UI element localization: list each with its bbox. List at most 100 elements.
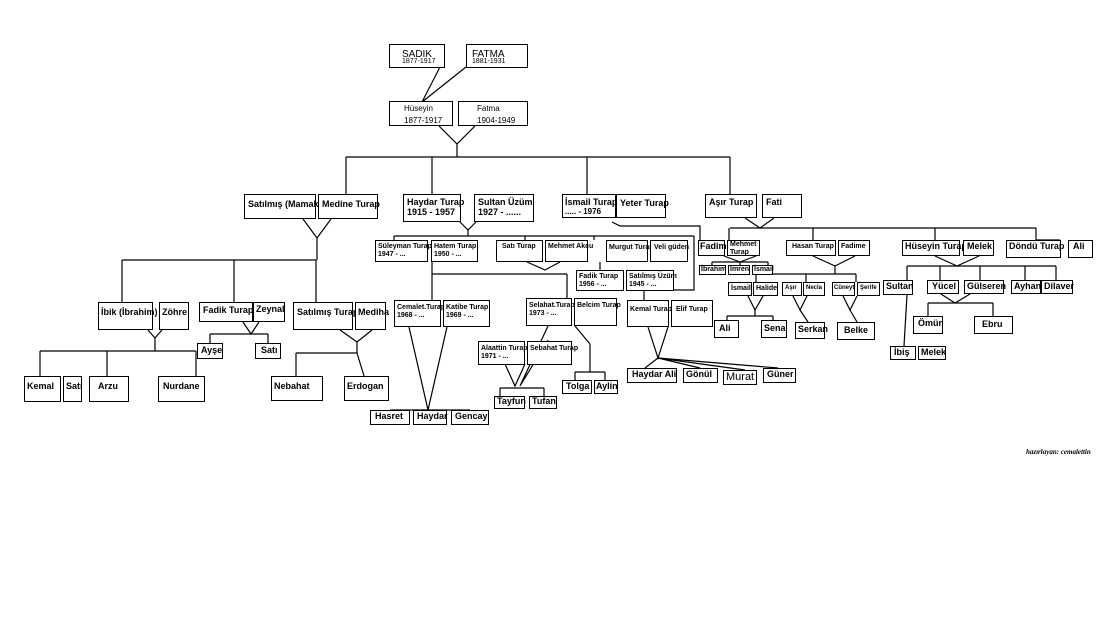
person-name: Fadik Turap	[579, 273, 619, 280]
person-omur[interactable]: Ömür	[913, 316, 943, 334]
person-name: Dilaver	[1044, 281, 1075, 291]
person-ebru[interactable]: Ebru	[974, 316, 1013, 334]
person-fadime-2[interactable]: Fadime	[838, 240, 870, 256]
person-yucel[interactable]: Yücel	[927, 280, 959, 294]
person-sadik[interactable]: SADIK 1877-1917	[389, 44, 445, 68]
person-sena[interactable]: Sena	[761, 320, 787, 338]
person-medine[interactable]: Medine Turap	[318, 194, 380, 219]
person-melek-2[interactable]: Melek	[918, 346, 946, 360]
person-ismail-3[interactable]: İsmail	[728, 282, 752, 296]
person-sati-2[interactable]: Satı	[255, 343, 281, 359]
person-sebahat[interactable]: Sebahat Turap	[527, 341, 578, 365]
person-halide[interactable]: Halide	[753, 282, 778, 296]
person-hasret[interactable]: Hasret	[370, 410, 410, 425]
person-selahat[interactable]: Selahat.Turap 1973 - ...	[526, 298, 575, 326]
person-mediha[interactable]: Mediha	[355, 302, 389, 330]
person-elif[interactable]: Elif Turap	[671, 300, 713, 327]
person-belcim[interactable]: Belcim Turap	[574, 298, 621, 326]
person-fati[interactable]: Fati	[762, 194, 802, 218]
person-huseyin-turap[interactable]: Hüseyin Turap	[902, 240, 967, 256]
person-sati-1[interactable]: Satı	[63, 376, 83, 402]
person-ibrahim[interactable]: İbrahim	[699, 265, 726, 275]
person-ibik[interactable]: İbik (İbrahim)	[98, 302, 158, 330]
person-ibis[interactable]: İbiş	[890, 346, 916, 360]
person-asir[interactable]: Aşır Turap	[705, 194, 757, 218]
person-mehmet-turap[interactable]: Mehmet Turap	[727, 240, 760, 256]
person-gencay[interactable]: Gencay	[451, 410, 489, 425]
person-katibe[interactable]: Katibe Turap 1969 - ...	[443, 300, 490, 327]
person-gulseren[interactable]: Gülseren	[964, 280, 1007, 294]
person-name: Tayfun	[497, 396, 526, 406]
person-haydar-2[interactable]: Haydar	[413, 410, 448, 425]
person-nurdane[interactable]: Nurdane	[158, 376, 205, 402]
person-cuneyt[interactable]: Cüneyt	[832, 282, 855, 296]
person-tufan[interactable]: Tufan	[529, 396, 557, 409]
person-dates: 1956 - ...	[579, 280, 607, 288]
person-necla[interactable]: Necla	[803, 282, 825, 296]
person-veli[interactable]: Veli güden	[650, 240, 689, 262]
person-aylin[interactable]: Aylin	[594, 380, 618, 394]
person-tayfun[interactable]: Tayfun	[494, 396, 526, 409]
person-ayhan[interactable]: Ayhan	[1011, 280, 1041, 294]
person-name: Ebru	[982, 319, 1003, 329]
person-dondu[interactable]: Döndü Turap	[1006, 240, 1064, 258]
person-serkan[interactable]: Serkan	[795, 322, 828, 339]
person-name: Ayhan	[1014, 281, 1042, 291]
person-belke[interactable]: Belke	[837, 322, 875, 340]
person-murgut[interactable]: Murgut Turap	[606, 240, 654, 262]
person-name: Mehmet Akcu	[548, 243, 594, 250]
person-gonul[interactable]: Gönül	[683, 368, 718, 383]
person-sati-turap[interactable]: Satı Turap	[496, 240, 543, 262]
person-serife[interactable]: Şerife	[857, 282, 880, 296]
person-zeynal[interactable]: Zeynal	[253, 302, 285, 322]
person-nebahat[interactable]: Nebahat	[271, 376, 323, 401]
person-name: Aylin	[596, 381, 618, 391]
person-name: Zeynal	[256, 304, 285, 314]
author-credit: hazırlayan: cemalettin	[1026, 448, 1091, 456]
person-hatem[interactable]: Hatem Turap 1950 - ...	[431, 240, 478, 262]
person-zohre[interactable]: Zöhre	[159, 302, 189, 330]
person-alaattin[interactable]: Alaattin Turap 1971 - ...	[478, 341, 528, 365]
person-guner[interactable]: Güner	[763, 368, 796, 383]
person-huseyin-g[interactable]: Hüseyin 1877-1917	[389, 101, 453, 126]
person-erdogan[interactable]: Erdogan	[344, 376, 389, 401]
person-satilmis-turap[interactable]: Satılmış Turap	[293, 302, 358, 330]
person-fadik-turap[interactable]: Fadik Turap	[199, 302, 253, 322]
person-arzu[interactable]: Arzu	[89, 376, 129, 402]
person-name: Gencay	[455, 411, 488, 421]
person-kemal-1[interactable]: Kemal	[24, 376, 61, 402]
person-name: Hasret	[375, 411, 404, 421]
person-haydar[interactable]: Haydar Turap 1915 - 1957	[403, 194, 464, 222]
person-imren[interactable]: İmren	[728, 265, 750, 275]
person-name: Yücel	[932, 281, 957, 291]
person-ayse[interactable]: Ayşe	[197, 343, 223, 359]
person-satilmis-mamak[interactable]: Satılmış (Mamak)	[244, 194, 322, 219]
person-name: Arzu	[98, 381, 118, 391]
person-hasan[interactable]: Hasan Turap	[786, 240, 836, 256]
person-melek[interactable]: Melek	[963, 240, 994, 256]
person-sultan[interactable]: Sultan Üzüm 1927 - ......	[474, 194, 534, 222]
person-ali-2[interactable]: Ali	[1068, 240, 1093, 258]
person-sultan-2[interactable]: Sultan	[883, 280, 914, 295]
person-fadime-1[interactable]: Fadime	[698, 240, 732, 256]
person-dilaver[interactable]: Dilaver	[1041, 280, 1075, 294]
person-kemal-turap[interactable]: Kemal Turap	[627, 300, 672, 327]
person-asir-2[interactable]: Aşır	[782, 282, 802, 296]
person-fatma-g2[interactable]: Fatma 1904-1949	[458, 101, 528, 126]
person-fatma-g[interactable]: FATMA 1881-1931	[466, 44, 528, 68]
person-murat[interactable]: Murat	[723, 370, 757, 385]
person-ismail-2[interactable]: İsmail	[752, 265, 774, 275]
person-fadik-2[interactable]: Fadik Turap 1956 - ...	[576, 270, 624, 291]
person-name: Gülseren	[967, 281, 1007, 291]
person-cemalet[interactable]: Cemalet.Turap 1968 - ...	[394, 300, 445, 327]
person-mehmet-akcu[interactable]: Mehmet Akcu	[545, 240, 594, 262]
person-name: Murgut Turap	[609, 244, 654, 251]
person-ismail[interactable]: İsmail Turap ..... - 1976	[562, 194, 617, 218]
person-satilmis-uzum[interactable]: Satılmış Üzüm 1945 - ...	[626, 270, 677, 291]
person-yeter[interactable]: Yeter Turap	[616, 194, 669, 218]
person-suleyman[interactable]: Süleyman Turap 1947 - ...	[375, 240, 432, 262]
person-name: Satı	[66, 381, 83, 391]
person-ali-1[interactable]: Ali	[714, 320, 739, 338]
person-haydar-ali[interactable]: Haydar Ali	[627, 368, 677, 383]
person-tolga[interactable]: Tolga	[562, 380, 592, 394]
